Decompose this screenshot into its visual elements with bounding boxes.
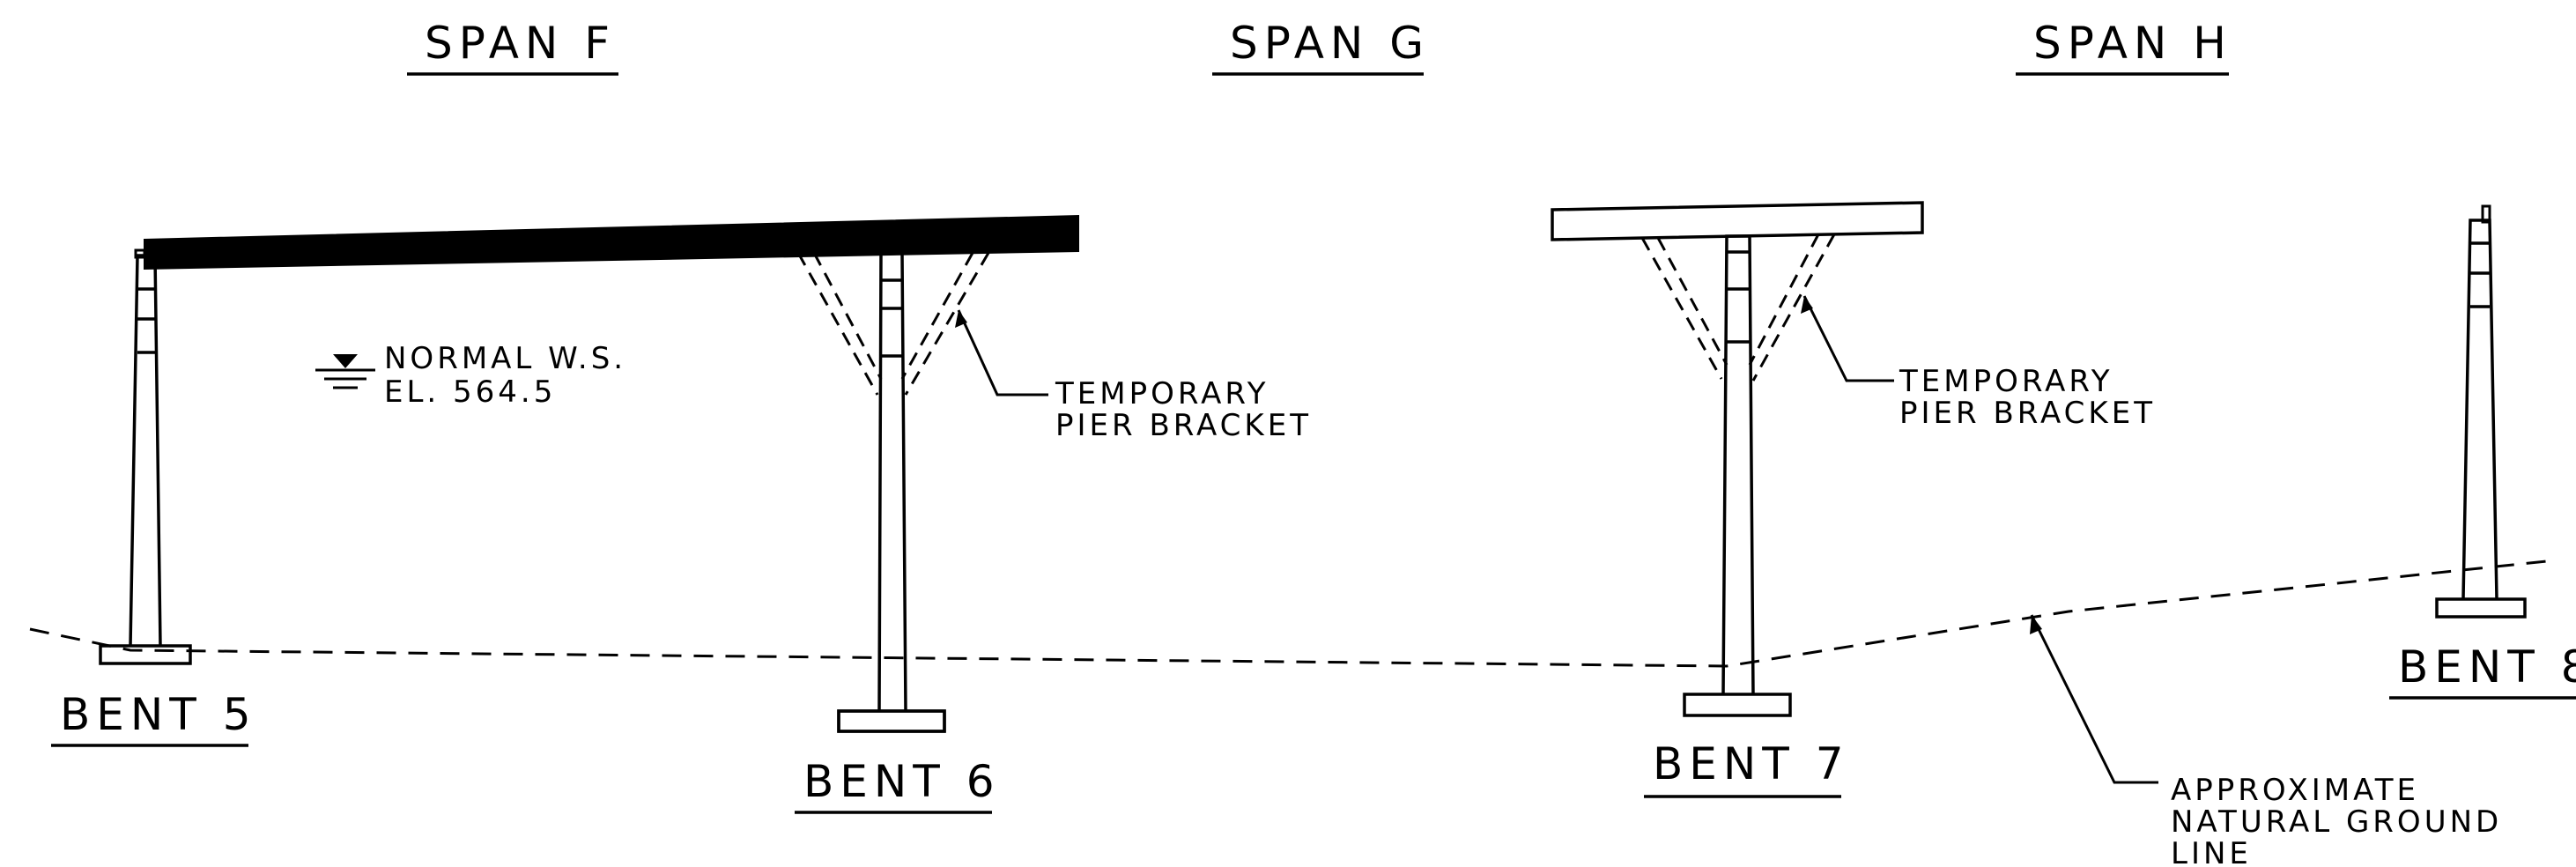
ground-note-line1: APPROXIMATE (2171, 773, 2419, 808)
approximate-natural-ground-line (29, 559, 2556, 668)
span-g-title: SPAN G (1212, 18, 1430, 76)
bracket-2-arrowhead-icon (1801, 296, 1813, 314)
water-surface-elevation: EL. 564.5 (384, 374, 556, 410)
span-g-girder (1551, 201, 1924, 241)
bent-8-title: BENT 8 (2389, 641, 2576, 700)
bent-7-temporary-bracket (1640, 233, 1836, 382)
bent-6-label: BENT 6 (803, 756, 1001, 807)
bent-6-pier (837, 251, 946, 733)
bracket-2-note-line2: PIER BRACKET (1899, 396, 2156, 431)
water-surface-label: NORMAL W.S. (384, 341, 626, 376)
span-f-title: SPAN F (407, 18, 618, 76)
ground-note-line3: LINE (2171, 836, 2252, 867)
span-f-girder (144, 214, 1079, 270)
span-f-label: SPAN F (425, 18, 616, 69)
bent-6-title: BENT 6 (795, 756, 1001, 814)
bent-5-label: BENT 5 (60, 689, 257, 740)
ground-note-line2: NATURAL GROUND (2171, 804, 2502, 840)
water-surface-symbol (315, 354, 375, 389)
bent-8-pier (2435, 204, 2527, 619)
bent-7-title: BENT 7 (1644, 738, 1850, 798)
ground-note-leader (2030, 614, 2158, 784)
bent-5-pier (99, 248, 192, 665)
ground-note-arrowhead-icon (2030, 615, 2042, 634)
span-h-label: SPAN H (2033, 18, 2232, 69)
bent-7-label: BENT 7 (1653, 738, 1850, 789)
span-g-label: SPAN G (1230, 18, 1430, 69)
bracket-1-note-line1: TEMPORARY (1055, 376, 1269, 411)
bent-8-label: BENT 8 (2398, 641, 2576, 693)
water-surface-triangle-icon (333, 354, 358, 368)
bracket-1-note-line2: PIER BRACKET (1055, 408, 1312, 443)
bent-7-pier (1683, 234, 1792, 717)
bracket-2-leader (1802, 295, 1894, 382)
bracket-2-note-line1: TEMPORARY (1899, 364, 2113, 399)
bent-5-title: BENT 5 (51, 689, 257, 747)
bracket-1-arrowhead-icon (955, 310, 967, 328)
bent-6-temporary-bracket (796, 252, 990, 396)
span-h-title: SPAN H (2016, 18, 2232, 76)
bracket-1-leader (957, 309, 1048, 396)
